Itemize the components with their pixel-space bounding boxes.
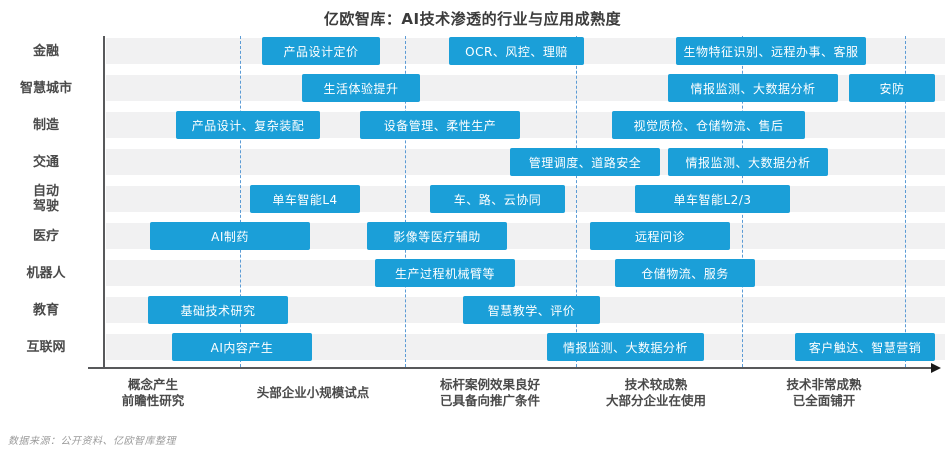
stage-divider-dashed-line: [240, 36, 241, 367]
application-box: 车、路、云协同: [430, 185, 565, 213]
data-source-note: 数据来源：公开资料、亿欧智库整理: [8, 436, 176, 447]
x-axis-arrow-icon: [931, 363, 941, 373]
application-box: 仓储物流、服务: [615, 259, 755, 287]
stage-divider-dashed-line: [905, 36, 906, 367]
industry-label: 自动 驾驶: [32, 184, 59, 214]
industry-label: 互联网: [26, 339, 66, 355]
industry-label: 智慧城市: [19, 80, 72, 96]
application-box: 基础技术研究: [148, 296, 288, 324]
application-box: 生活体验提升: [302, 74, 420, 102]
maturity-stage-label: 标杆案例效果良好 已具备向推广条件: [439, 377, 540, 408]
application-box: 情报监测、大数据分析: [668, 148, 828, 176]
application-box: 单车智能L2/3: [635, 185, 790, 213]
application-box: OCR、风控、理赔: [449, 37, 584, 65]
application-box: 产品设计、复杂装配: [176, 111, 320, 139]
application-box: 设备管理、柔性生产: [360, 111, 520, 139]
industry-label: 金融: [32, 43, 59, 59]
application-box: 生产过程机械臂等: [375, 259, 515, 287]
chart-title: 亿欧智库：AI技术渗透的行业与应用成熟度: [323, 10, 622, 28]
application-box: 影像等医疗辅助: [367, 222, 507, 250]
stage-divider-dashed-line: [576, 36, 577, 367]
application-box: 智慧教学、评价: [463, 296, 600, 324]
industry-label: 制造: [32, 117, 59, 133]
industry-label: 交通: [32, 154, 59, 170]
maturity-stage-label: 技术较成熟 大部分企业在使用: [605, 377, 706, 408]
maturity-stage-label: 头部企业小规模试点: [256, 385, 370, 400]
application-box: 管理调度、道路安全: [510, 148, 660, 176]
application-box: 远程问诊: [590, 222, 730, 250]
application-box: 单车智能L4: [250, 185, 360, 213]
maturity-stage-label: 技术非常成熟 已全面铺开: [786, 377, 862, 408]
industry-label: 医疗: [32, 228, 59, 244]
application-box: 安防: [849, 74, 935, 102]
application-box: AI内容产生: [172, 333, 312, 361]
maturity-stage-label: 概念产生 前瞻性研究: [121, 377, 185, 408]
stage-divider-dashed-line: [405, 36, 406, 367]
application-box: 情报监测、大数据分析: [668, 74, 838, 102]
application-box: 视觉质检、仓储物流、售后: [612, 111, 805, 139]
application-box: AI制药: [150, 222, 310, 250]
application-box: 产品设计定价: [262, 37, 380, 65]
industry-label: 教育: [32, 302, 59, 318]
x-axis-line: [88, 367, 933, 369]
y-axis-line: [103, 36, 105, 368]
industry-label: 机器人: [26, 265, 66, 281]
application-box: 客户触达、智慧营销: [795, 333, 935, 361]
application-box: 生物特征识别、远程办事、客服: [676, 37, 866, 65]
industry-row-band: [106, 260, 945, 286]
application-box: 情报监测、大数据分析: [547, 333, 704, 361]
